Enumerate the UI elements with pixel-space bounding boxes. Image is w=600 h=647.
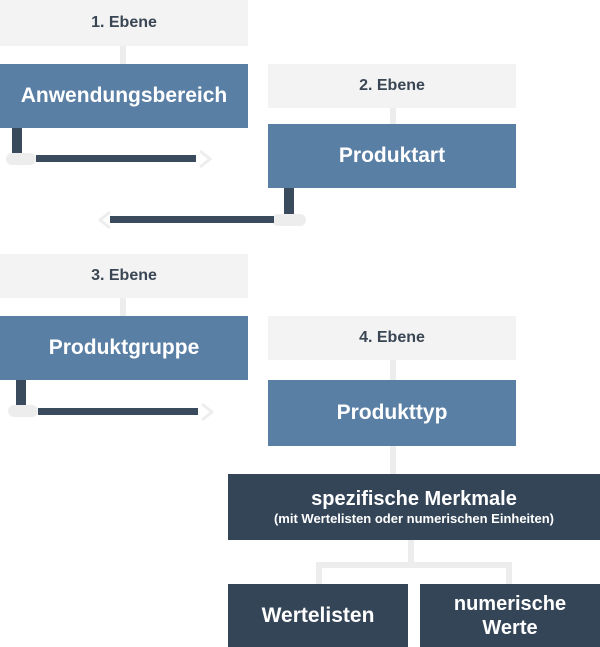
numerische-line1: numerische — [453, 592, 567, 615]
level-3-label: 3. Ebene — [0, 254, 248, 298]
level-4-label: 4. Ebene — [268, 316, 516, 360]
wertelisten-box: Wertelisten — [228, 584, 408, 647]
produkttyp-box: Produkttyp — [268, 380, 516, 446]
features-title: spezifische Merkmale — [311, 488, 517, 510]
level-2-label: 2. Ebene — [268, 64, 516, 108]
level-1-label: 1. Ebene — [0, 0, 248, 46]
connector-level-4 — [390, 360, 396, 380]
connector-features — [390, 446, 396, 474]
produktart-box: Produktart — [268, 124, 516, 188]
features-subtitle: (mit Wertelisten oder numerischen Einhei… — [273, 511, 555, 526]
wertelisten-label: Wertelisten — [261, 603, 375, 627]
connector-level-2 — [390, 108, 396, 124]
connector-tree-branch — [316, 562, 512, 584]
produktgruppe-box: Produktgruppe — [0, 316, 248, 380]
numerische-line2: Werte — [482, 616, 538, 639]
anwendungsbereich-box: Anwendungsbereich — [0, 64, 248, 128]
numerische-werte-box: numerische Werte — [420, 584, 600, 647]
spezifische-merkmale-box: spezifische Merkmale (mit Wertelisten od… — [228, 474, 600, 540]
connector-level-1 — [120, 46, 126, 64]
connector-level-3 — [120, 298, 126, 316]
connector-tree-stem — [408, 540, 414, 564]
